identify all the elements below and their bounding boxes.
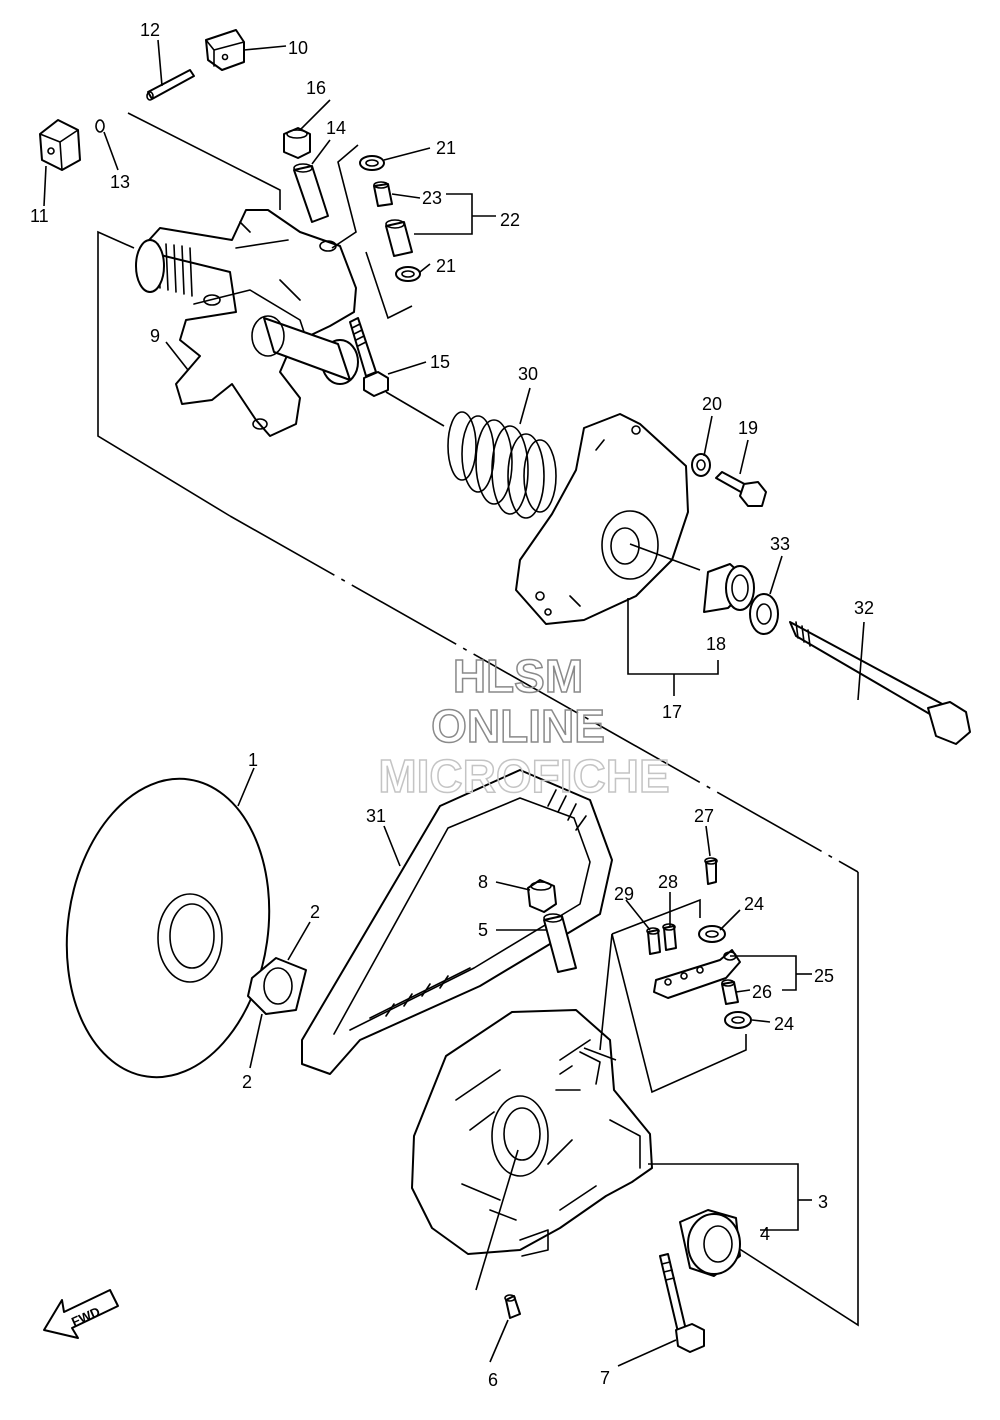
callout-number: 1 — [248, 750, 258, 770]
callout-number: 18 — [706, 634, 726, 654]
callout-number: 20 — [702, 394, 722, 414]
callout-number: 16 — [306, 78, 326, 98]
callout-number: 22 — [500, 210, 520, 230]
callout-number: 29 — [614, 884, 634, 904]
part-23-bushing — [373, 181, 393, 207]
part-20-washer — [691, 453, 711, 477]
part-21-upper-washer — [359, 155, 385, 171]
part-30-spring — [447, 411, 557, 519]
part-10-clip — [205, 29, 245, 71]
callout-number: 30 — [518, 364, 538, 384]
part-28-screw — [662, 923, 677, 951]
part-17-cover — [515, 413, 689, 625]
part-6-cap — [504, 1294, 521, 1319]
assembly-boundary-lines — [97, 112, 859, 1327]
part-3-movable-sheave — [411, 1009, 653, 1257]
part-7-bolt — [659, 1253, 705, 1353]
part-15-bolt — [349, 317, 389, 397]
part-26-pin — [721, 979, 739, 1005]
callout-number: 32 — [854, 598, 874, 618]
callout-number: 23 — [422, 188, 442, 208]
part-5-sleeve — [543, 913, 577, 973]
callout-number: 14 — [326, 118, 346, 138]
callout-number: 2 — [242, 1072, 252, 1092]
callout-number: 10 — [288, 38, 308, 58]
watermark: HLSM ONLINE MICROFICHE — [378, 649, 671, 803]
part-8-nut — [527, 879, 557, 913]
part-27-screw — [704, 857, 718, 885]
part-11-slider — [39, 119, 81, 171]
callout-number: 33 — [770, 534, 790, 554]
weight-arm-group-bracket — [599, 898, 747, 1094]
part-22-roller — [385, 219, 413, 257]
leader-lines — [43, 39, 865, 1367]
callout-number: 9 — [150, 326, 160, 346]
part-32-bolt — [789, 621, 971, 745]
fwd-direction-arrow: FWD — [43, 1289, 119, 1339]
callout-number: 13 — [110, 172, 130, 192]
callout-number: 8 — [478, 872, 488, 892]
callout-number: 28 — [658, 872, 678, 892]
part-9-spider-hub — [135, 209, 359, 437]
callout-number: 31 — [366, 806, 386, 826]
callout-number: 12 — [140, 20, 160, 40]
part-33-washer — [749, 593, 779, 635]
part-24-upper-washer — [698, 925, 726, 943]
part-24-lower-washer — [724, 1011, 752, 1029]
part-16-nut — [283, 127, 311, 159]
part-18-collar — [703, 563, 755, 613]
part-31-belt — [301, 769, 613, 1075]
callout-number: 3 — [818, 1192, 828, 1212]
callout-number: 21 — [436, 256, 456, 276]
callout-number: 15 — [430, 352, 450, 372]
part-21-lower-washer — [395, 266, 421, 282]
watermark-line-1: HLSM — [453, 650, 583, 702]
callout-number: 11 — [30, 206, 49, 226]
part-2-bushing — [247, 957, 307, 1015]
callout-number: 27 — [694, 806, 714, 826]
part-14-sleeve — [293, 163, 329, 223]
callout-number: 7 — [600, 1368, 610, 1388]
part-1-sheave — [65, 777, 271, 1079]
callout-number: 4 — [760, 1224, 770, 1244]
callout-number: 24 — [774, 1014, 794, 1034]
callout-number: 24 — [744, 894, 764, 914]
callout-number: 2 — [310, 902, 320, 922]
part-13-ring — [95, 119, 105, 133]
watermark-line-2: ONLINE — [431, 700, 605, 752]
part-29-screw — [646, 927, 661, 955]
callout-number: 26 — [752, 982, 772, 1002]
washer-group-bracket — [331, 144, 413, 320]
part-19-bolt — [715, 471, 767, 507]
part-12-pin — [146, 69, 195, 101]
watermark-line-3: MICROFICHE — [378, 750, 669, 802]
part-4-bearing — [679, 1209, 741, 1277]
callout-number: 21 — [436, 138, 456, 158]
part-25-weight-arm — [653, 949, 741, 999]
callout-number: 25 — [814, 966, 834, 986]
callout-number: 17 — [662, 702, 682, 722]
callout-number: 6 — [488, 1370, 498, 1390]
callout-number: 5 — [478, 920, 488, 940]
callout-numbers: 1 2 2 3 4 5 6 7 8 9 10 11 12 13 14 15 16… — [30, 20, 874, 1390]
callout-number: 19 — [738, 418, 758, 438]
